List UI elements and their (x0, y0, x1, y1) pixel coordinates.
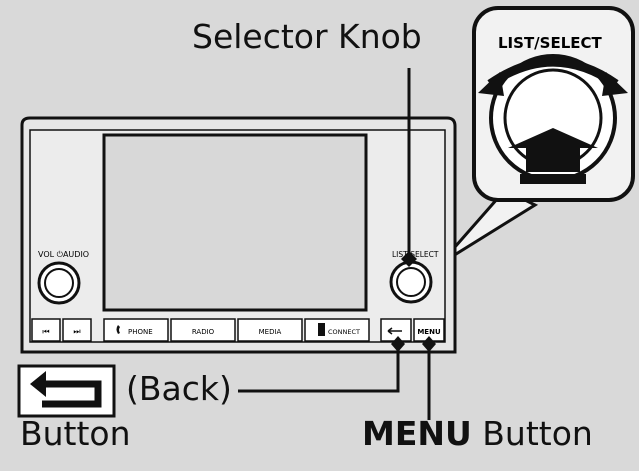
connect-icon (318, 323, 325, 336)
connect-button-label: CONNECT (328, 328, 360, 336)
rotate-arrows-icon (478, 57, 628, 96)
list-select-label: LIST/SELECT (392, 250, 439, 259)
prev-track-icon: ⏮ (42, 327, 49, 336)
media-button[interactable] (237, 318, 303, 342)
leader-lines (238, 68, 436, 420)
selector-knob-cap (396, 267, 426, 297)
menu-callout-rest: Button (471, 414, 593, 453)
prev-track-button[interactable] (31, 318, 61, 342)
vol-audio-label: VOL ⏻AUDIO (38, 250, 89, 259)
back-button[interactable] (380, 318, 412, 342)
radio-button[interactable] (170, 318, 236, 342)
phone-button[interactable] (103, 318, 169, 342)
selector-knob-callout: Selector Knob (192, 17, 422, 56)
back-button-icon (387, 327, 402, 335)
press-arrow-icon (508, 128, 598, 184)
menu-button-label: MENU (417, 328, 441, 336)
back-button-callout: Button (20, 414, 131, 453)
menu-callout-bold: MENU (362, 414, 472, 453)
back-arrow-icon (30, 371, 102, 408)
back-callout: (Back) (126, 369, 232, 408)
next-track-button[interactable] (62, 318, 92, 342)
media-button-label: MEDIA (259, 328, 282, 336)
radio-button-label: RADIO (192, 328, 215, 336)
next-track-icon: ⏭ (73, 327, 80, 336)
zoom-list-select-label: LIST/SELECT (498, 34, 603, 52)
button-strip: ⏮ ⏭ PHONE RADIO MEDIA CONNECT MENU (31, 318, 445, 342)
vol-audio-knob-cap (44, 268, 74, 298)
menu-button-callout: MENU Button (362, 417, 593, 450)
phone-icon (116, 325, 120, 334)
phone-button-label: PHONE (128, 328, 153, 336)
touchscreen[interactable] (102, 133, 368, 312)
